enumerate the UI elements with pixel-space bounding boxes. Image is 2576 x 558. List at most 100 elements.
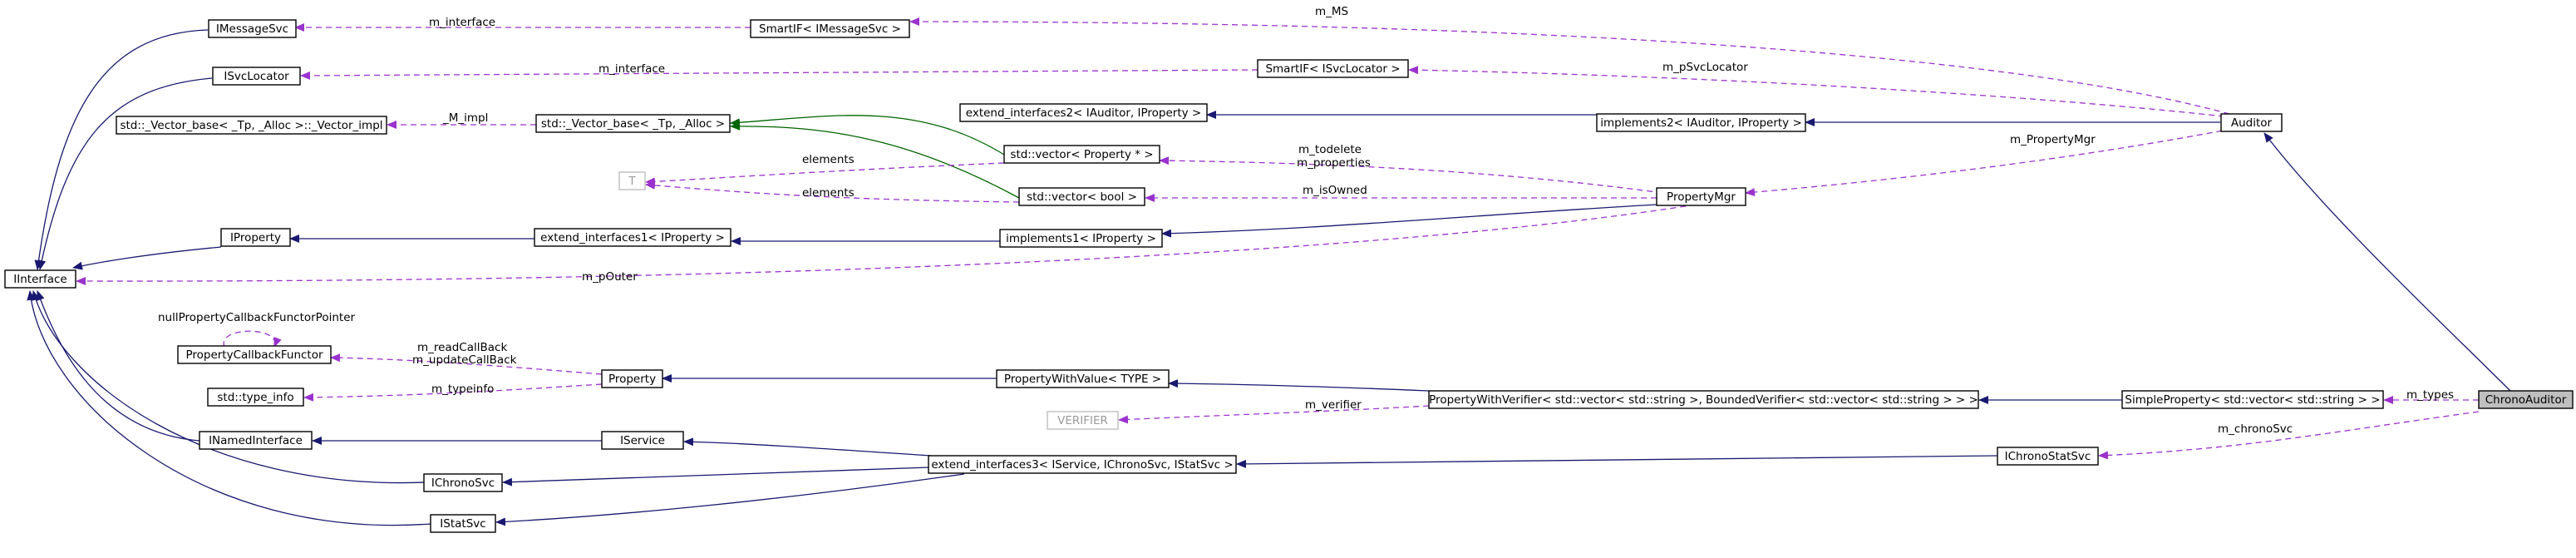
class-node-propertymgr[interactable]: PropertyMgr (1656, 187, 1746, 206)
edge-vector-property-vector-base (730, 115, 1005, 156)
class-label: ChronoAuditor (2485, 393, 2567, 407)
edge-propertywithverifier-verifier (1118, 405, 1430, 424)
class-node-iinterface[interactable]: IInterface (4, 269, 76, 289)
edge-propertywithverifier-propertywithvalue (1168, 379, 1430, 392)
edge-auditor-smartif-msg (909, 17, 2230, 115)
class-node-vector-bool[interactable]: std::vector< bool > (1018, 187, 1145, 206)
edge-isvclocator-iinterface (37, 77, 213, 270)
class-label: SmartIF< IMessageSvc > (759, 22, 901, 36)
class-node-property[interactable]: Property (601, 369, 663, 388)
class-node-smartif-isvclocator[interactable]: SmartIF< ISvcLocator > (1257, 59, 1409, 78)
edge-propertymgr-iinterface (76, 204, 1697, 286)
edge-label-m-psvclocator: m_pSvcLocator (1662, 61, 1748, 74)
edge-chronoauditor-ichronostatsvc (2098, 411, 2480, 460)
class-node-smartif-imessagesvc[interactable]: SmartIF< IMessageSvc > (750, 19, 910, 38)
class-node-ichronostatsvc[interactable]: IChronoStatSvc (1997, 447, 2099, 466)
edge-propertymgr-implements1 (1161, 204, 1657, 238)
edge-callbackfunctor-self (223, 330, 282, 348)
class-node-t[interactable]: T (618, 171, 646, 190)
class-node-isvclocator[interactable]: ISvcLocator (212, 67, 301, 86)
edge-label-m-properties: m_properties (1297, 156, 1371, 170)
edge-imessagesvc-iinterface (34, 29, 209, 270)
class-node-vector-base[interactable]: std::_Vector_base< _Tp, _Alloc > (535, 114, 731, 133)
class-label: PropertyMgr (1667, 190, 1736, 204)
class-label: IInterface (13, 273, 66, 286)
class-node-istatsvc[interactable]: IStatSvc (430, 514, 496, 533)
edge-vector-bool-t (645, 180, 1020, 203)
class-label: IMessageSvc (216, 22, 288, 36)
class-label: std::type_info (217, 391, 293, 404)
edge-label-elements-2: elements (802, 186, 855, 200)
edge-extend3-istatsvc (495, 473, 965, 526)
class-node-simpleproperty[interactable]: SimpleProperty< std::vector< std::string… (2121, 390, 2384, 409)
edge-label-m-propertymgr: m_PropertyMgr (2010, 133, 2096, 146)
edge-inamedinterface-iinterface (36, 290, 200, 442)
class-node-type-info[interactable]: std::type_info (207, 388, 304, 407)
class-label: SimpleProperty< std::vector< std::string… (2125, 393, 2380, 407)
class-node-extend-interfaces2[interactable]: extend_interfaces2< IAuditor, IProperty … (959, 103, 1208, 122)
class-label: std::_Vector_base< _Tp, _Alloc > (541, 117, 725, 131)
class-node-chronoauditor[interactable]: ChronoAuditor (2478, 390, 2574, 409)
edge-label-m-impl: _M_impl (442, 111, 488, 125)
edge-label-m-typeinfo: m_typeinfo (431, 383, 494, 396)
edge-label-m-chronosvc: m_chronoSvc (2218, 422, 2293, 436)
edge-label-elements-1: elements (802, 153, 855, 166)
edge-label-m-interface-msg: m_interface (429, 16, 495, 29)
class-node-extend-interfaces1[interactable]: extend_interfaces1< IProperty > (534, 228, 731, 247)
edge-label-m-ms: m_MS (1315, 5, 1348, 18)
edge-chronoauditor-auditor (2263, 132, 2511, 392)
class-node-vector-impl[interactable]: std::_Vector_base< _Tp, _Alloc >::_Vecto… (116, 116, 387, 135)
edge-auditor-propertymgr (1745, 128, 2233, 197)
class-label: INamedInterface (209, 434, 303, 447)
edge-label-nullpropertycallback: nullPropertyCallbackFunctorPointer (158, 311, 356, 324)
edge-label-m-isowned: m_isOwned (1303, 184, 1367, 197)
class-node-iservice[interactable]: IService (601, 431, 684, 450)
class-node-verifier[interactable]: VERIFIER (1047, 411, 1119, 430)
class-label: extend_interfaces1< IProperty > (540, 231, 725, 244)
class-label: PropertyWithValue< TYPE > (1004, 373, 1161, 386)
edge-label-m-todelete: m_todelete (1298, 143, 1362, 156)
edge-ichronostatsvc-extend3 (1236, 455, 1998, 468)
class-label: std::vector< bool > (1027, 190, 1137, 204)
class-node-propertywithverifier[interactable]: PropertyWithVerifier< std::vector< std::… (1428, 390, 1979, 409)
edge-extend3-iservice (683, 437, 932, 457)
class-label: IStatSvc (440, 517, 485, 531)
class-node-auditor[interactable]: Auditor (2220, 113, 2283, 132)
class-label: Property (608, 373, 656, 386)
class-node-implements1[interactable]: implements1< IProperty > (999, 229, 1163, 248)
edge-istatsvc-iinterface (27, 290, 431, 526)
class-label: IChronoStatSvc (2005, 450, 2091, 463)
class-label: VERIFIER (1057, 414, 1108, 427)
class-node-ichronosvc[interactable]: IChronoSvc (423, 473, 503, 492)
edge-iproperty-iinterface (72, 246, 222, 270)
class-node-vector-property[interactable]: std::vector< Property * > (1003, 145, 1160, 164)
class-label: implements2< IAuditor, IProperty > (1600, 116, 1802, 130)
class-node-inamedinterface[interactable]: INamedInterface (199, 431, 313, 450)
class-label: PropertyWithVerifier< std::vector< std::… (1429, 393, 1978, 407)
class-node-extend-interfaces3[interactable]: extend_interfaces3< IService, IChronoSvc… (928, 455, 1237, 474)
edge-ichronosvc-iinterface (32, 290, 425, 484)
class-node-implements2[interactable]: implements2< IAuditor, IProperty > (1596, 113, 1806, 132)
edge-propertymgr-vector-property (1159, 156, 1663, 194)
class-label: Auditor (2231, 116, 2273, 130)
class-label: std::vector< Property * > (1010, 148, 1153, 161)
class-node-propertywithvalue[interactable]: PropertyWithValue< TYPE > (996, 369, 1170, 388)
edges (27, 17, 2511, 526)
class-label: IService (620, 434, 665, 447)
edge-label-m-types: m_types (2406, 388, 2454, 402)
edge-vector-property-t (645, 162, 1005, 186)
edge-labels: m_interface m_MS m_interface m_pSvcLocat… (158, 5, 2454, 436)
class-node-iproperty[interactable]: IProperty (220, 228, 291, 247)
class-label: extend_interfaces2< IAuditor, IProperty … (966, 106, 1201, 120)
edge-vector-bool-vector-base (730, 121, 1020, 199)
edge-property-callbackfunctor (330, 353, 603, 375)
class-label: ISvcLocator (224, 70, 289, 83)
edge-label-m-verifier: m_verifier (1305, 398, 1362, 412)
class-label: T (628, 175, 636, 188)
edge-label-m-pouter: m_pOuter (582, 270, 638, 284)
class-node-imessagesvc[interactable]: IMessageSvc (208, 19, 297, 38)
class-node-propertycallbackfunctor[interactable]: PropertyCallbackFunctor (177, 345, 332, 364)
edge-label-m-updatecallback: m_updateCallBack (412, 353, 517, 367)
class-label: IProperty (230, 231, 281, 244)
